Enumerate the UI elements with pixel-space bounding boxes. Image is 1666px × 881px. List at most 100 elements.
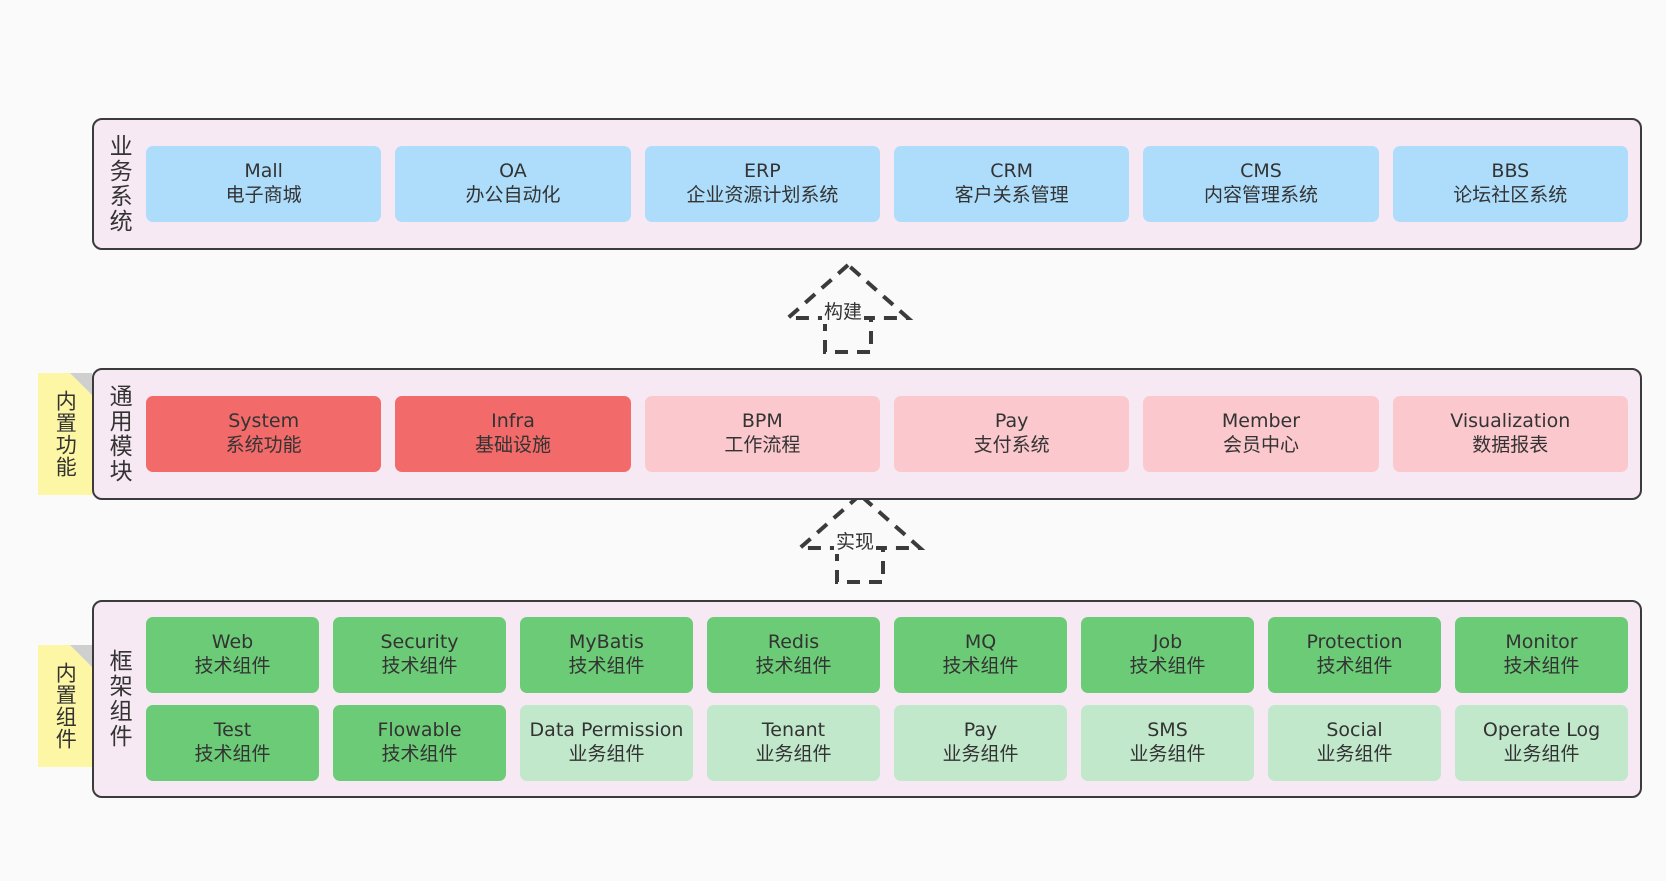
card-test[interactable]: Test 技术组件 (146, 705, 319, 781)
card-member[interactable]: Member 会员中心 (1143, 396, 1379, 472)
note-builtin-components: 内置组件 (38, 645, 92, 767)
connector-label-implement: 实现 (834, 527, 877, 554)
card-subtitle: 业务组件 (755, 743, 832, 765)
note-label: 内置组件 (53, 662, 78, 750)
card-title: Redis (767, 631, 820, 654)
card-title: SMS (1147, 719, 1188, 742)
layer-title-framework-components: 框架组件 (105, 649, 132, 749)
card-subtitle: 技术组件 (942, 655, 1019, 677)
card-mq[interactable]: MQ 技术组件 (894, 617, 1067, 693)
card-title: Test (213, 719, 252, 742)
card-title: System (228, 410, 300, 433)
card-visualization[interactable]: Visualization 数据报表 (1392, 396, 1628, 472)
card-title: CMS (1240, 160, 1282, 183)
card-cms[interactable]: CMS 内容管理系统 (1143, 146, 1379, 222)
layer-body-common-modules: System 系统功能 Infra 基础设施 BPM 工作流程 Pay 支付系统… (142, 370, 1640, 498)
card-subtitle: 技术组件 (381, 655, 458, 677)
card-title: Security (380, 631, 459, 654)
card-title: OA (499, 160, 527, 183)
card-bbs[interactable]: BBS 论坛社区系统 (1392, 146, 1628, 222)
note-fold-icon (70, 373, 92, 395)
card-title: Member (1221, 410, 1301, 433)
card-title: Operate Log (1482, 719, 1601, 742)
card-row: Web 技术组件 Security 技术组件 MyBatis 技术组件 Redi… (146, 617, 1628, 693)
layer-common-modules: 通用模块 System 系统功能 Infra 基础设施 BPM 工作流程 Pay… (92, 368, 1642, 500)
card-subtitle: 业务组件 (1316, 743, 1393, 765)
card-data-permission[interactable]: Data Permission 业务组件 (520, 705, 693, 781)
card-title: Mall (244, 160, 283, 183)
card-erp[interactable]: ERP 企业资源计划系统 (644, 146, 880, 222)
card-title: ERP (743, 160, 781, 183)
card-title: MQ (964, 631, 997, 654)
card-subtitle: 电子商城 (225, 184, 302, 206)
card-subtitle: 技术组件 (568, 655, 645, 677)
card-title: Tenant (761, 719, 826, 742)
card-title: Pay (963, 719, 998, 742)
layer-body-framework-components: Web 技术组件 Security 技术组件 MyBatis 技术组件 Redi… (142, 602, 1640, 796)
card-redis[interactable]: Redis 技术组件 (707, 617, 880, 693)
card-title: Pay (994, 410, 1029, 433)
card-row: System 系统功能 Infra 基础设施 BPM 工作流程 Pay 支付系统… (146, 396, 1628, 472)
card-tenant[interactable]: Tenant 业务组件 (707, 705, 880, 781)
layer-title-business-systems: 业务系统 (105, 134, 132, 234)
card-title: Social (1326, 719, 1383, 742)
card-subtitle: 数据报表 (1472, 434, 1549, 456)
card-infra[interactable]: Infra 基础设施 (395, 396, 631, 472)
card-subtitle: 企业资源计划系统 (686, 184, 839, 206)
card-security[interactable]: Security 技术组件 (333, 617, 506, 693)
card-subtitle: 技术组件 (1129, 655, 1206, 677)
card-operate-log[interactable]: Operate Log 业务组件 (1455, 705, 1628, 781)
card-title: Visualization (1450, 410, 1571, 433)
layer-framework-components: 框架组件 Web 技术组件 Security 技术组件 MyBatis 技术组件… (92, 600, 1642, 798)
card-subtitle: 技术组件 (194, 743, 271, 765)
card-row: Mall 电子商城 OA 办公自动化 ERP 企业资源计划系统 CRM 客户关系… (146, 146, 1628, 222)
card-subtitle: 业务组件 (1129, 743, 1206, 765)
note-fold-icon (70, 645, 92, 667)
card-title: Job (1152, 631, 1183, 654)
card-pay-component[interactable]: Pay 业务组件 (894, 705, 1067, 781)
card-subtitle: 技术组件 (1503, 655, 1580, 677)
card-title: BPM (741, 410, 783, 433)
layer-title-common-modules: 通用模块 (105, 384, 132, 484)
card-subtitle: 办公自动化 (465, 184, 561, 206)
card-subtitle: 论坛社区系统 (1453, 184, 1568, 206)
card-mybatis[interactable]: MyBatis 技术组件 (520, 617, 693, 693)
card-sms[interactable]: SMS 业务组件 (1081, 705, 1254, 781)
card-subtitle: 业务组件 (568, 743, 645, 765)
card-oa[interactable]: OA 办公自动化 (395, 146, 631, 222)
card-title: Monitor (1505, 631, 1578, 654)
card-row: Test 技术组件 Flowable 技术组件 Data Permission … (146, 705, 1628, 781)
card-job[interactable]: Job 技术组件 (1081, 617, 1254, 693)
card-monitor[interactable]: Monitor 技术组件 (1455, 617, 1628, 693)
connector-build: 构建 (778, 262, 938, 354)
card-bpm[interactable]: BPM 工作流程 (644, 396, 880, 472)
connector-label-build: 构建 (822, 297, 865, 324)
card-web[interactable]: Web 技术组件 (146, 617, 319, 693)
card-social[interactable]: Social 业务组件 (1268, 705, 1441, 781)
card-system[interactable]: System 系统功能 (146, 396, 382, 472)
card-title: Data Permission (529, 719, 684, 742)
card-subtitle: 基础设施 (474, 434, 551, 456)
card-mall[interactable]: Mall 电子商城 (146, 146, 382, 222)
card-pay[interactable]: Pay 支付系统 (893, 396, 1130, 472)
card-crm[interactable]: CRM 客户关系管理 (893, 146, 1130, 222)
card-title: Flowable (377, 719, 462, 742)
card-subtitle: 系统功能 (225, 434, 302, 456)
card-protection[interactable]: Protection 技术组件 (1268, 617, 1441, 693)
card-subtitle: 业务组件 (1503, 743, 1580, 765)
card-title: Web (211, 631, 254, 654)
card-subtitle: 业务组件 (942, 743, 1019, 765)
card-subtitle: 技术组件 (194, 655, 271, 677)
connector-implement: 实现 (790, 492, 950, 584)
card-subtitle: 内容管理系统 (1203, 184, 1318, 206)
card-title: Protection (1306, 631, 1403, 654)
card-flowable[interactable]: Flowable 技术组件 (333, 705, 506, 781)
card-subtitle: 工作流程 (724, 434, 801, 456)
card-subtitle: 客户关系管理 (954, 184, 1069, 206)
card-subtitle: 技术组件 (755, 655, 832, 677)
layer-body-business-systems: Mall 电子商城 OA 办公自动化 ERP 企业资源计划系统 CRM 客户关系… (142, 120, 1640, 248)
card-title: BBS (1491, 160, 1530, 183)
layer-business-systems: 业务系统 Mall 电子商城 OA 办公自动化 ERP 企业资源计划系统 CRM… (92, 118, 1642, 250)
card-subtitle: 会员中心 (1222, 434, 1299, 456)
